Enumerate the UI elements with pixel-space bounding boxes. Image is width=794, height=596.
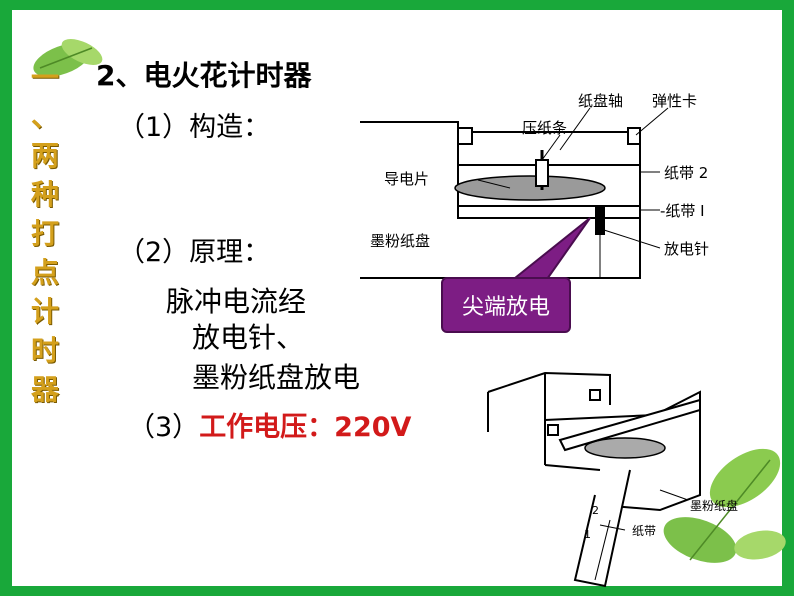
principle-line-1: 脉冲电流经	[166, 285, 307, 318]
label-tape-1: -纸带 I	[660, 202, 705, 220]
side-title-char: 打	[30, 217, 59, 250]
principle-line-2: 放电针、	[192, 321, 305, 354]
label-paper-disk-axis: 纸盘轴	[578, 92, 623, 110]
side-title-char: 两	[30, 139, 59, 172]
label-toner-disk: 墨粉纸盘	[370, 232, 430, 250]
label-discharge-needle: 放电针	[664, 240, 709, 258]
page-title: 2、电火花计时器	[96, 59, 312, 92]
label-press-strip: 压纸条	[522, 119, 567, 137]
spark-timer-structure-diagram	[360, 107, 669, 279]
callout-pointer	[507, 217, 591, 283]
principle-line-3: 墨粉纸盘放电	[192, 361, 361, 394]
section-structure: （1）构造：	[118, 112, 271, 143]
label-tape-2: 纸带 2	[664, 164, 708, 182]
side-title-char: 时	[30, 334, 59, 367]
side-title-char: 器	[30, 373, 59, 406]
label-conductive-plate: 导电片	[384, 170, 429, 188]
side-title-char: 计	[30, 295, 59, 328]
section-principle: （2）原理：	[118, 237, 271, 268]
spark-timer-perspective-diagram	[487, 371, 701, 588]
label-num-1: 1	[584, 528, 591, 541]
leaf-icon-top-left	[33, 39, 103, 77]
side-title-char: 、	[30, 100, 59, 133]
section-voltage: （3）工作电压：220V	[128, 405, 411, 444]
side-title-char: 点	[30, 256, 59, 289]
label-spring-clip: 弹性卡	[652, 92, 697, 110]
label-toner-disk-2: 墨粉纸盘	[690, 498, 738, 513]
leaf-icon-bottom-right	[663, 448, 786, 563]
label-num-2: 2	[592, 504, 599, 517]
side-title-char: 种	[30, 178, 59, 211]
label-tape-2-sketch: 纸带	[632, 524, 656, 538]
callout-tip-discharge: 尖端放电	[441, 277, 571, 333]
section-voltage-prefix: （3）	[128, 412, 200, 443]
side-title: 一 、 两 种 打 点 计 时 器	[22, 58, 68, 409]
side-title-char: 一	[30, 61, 59, 94]
voltage-value: 工作电压：220V	[199, 412, 412, 443]
